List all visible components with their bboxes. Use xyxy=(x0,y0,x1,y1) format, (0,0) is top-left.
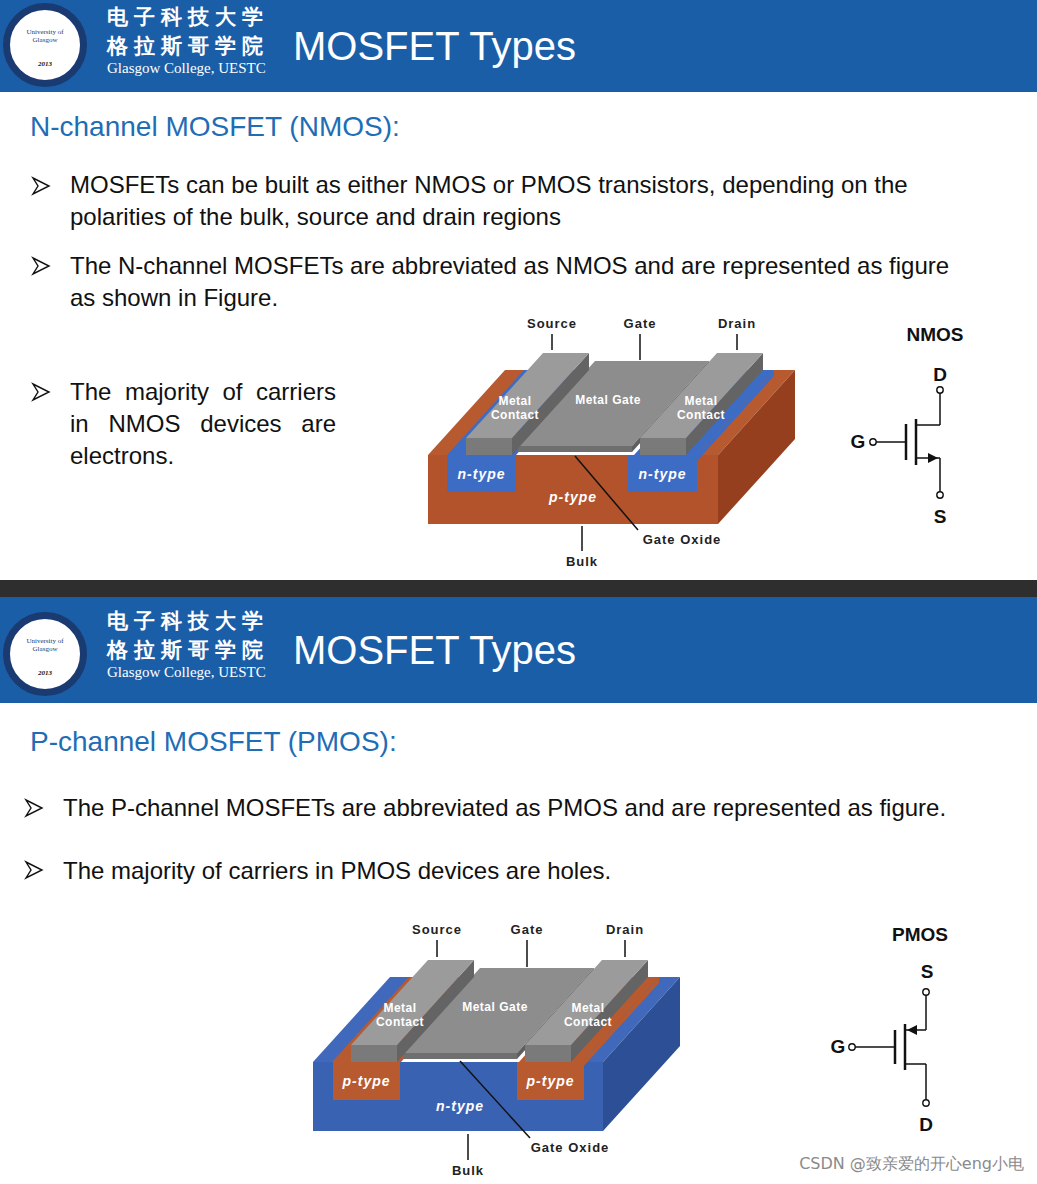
node-text: MOSFET Types xyxy=(293,628,713,672)
symbol-title: NMOS xyxy=(907,324,964,346)
section-heading: P-channel MOSFET (PMOS): xyxy=(30,726,397,758)
pin-name: S xyxy=(934,506,947,528)
terminal-label: Gate xyxy=(511,922,544,937)
node-text: MOSFET Types xyxy=(293,24,713,68)
metal-contact: Metal Contact xyxy=(668,392,734,424)
pin-name: G xyxy=(831,1036,846,1058)
pin-name: D xyxy=(933,364,947,386)
symbol-title: PMOS xyxy=(892,924,948,946)
node-text: 电子科技大学 格拉斯哥学院 xyxy=(107,2,285,60)
node-text: Metal Contact xyxy=(555,1001,621,1029)
node-text: Glasgow College, UESTC xyxy=(107,60,287,77)
metal-contact: Metal Contact xyxy=(482,392,548,424)
metal-gate: Metal Gate xyxy=(553,391,663,409)
part-label: Gate Oxide xyxy=(643,532,722,547)
bullet-text: The majority of carriers in PMOS devices… xyxy=(63,855,991,887)
pin-name: D xyxy=(919,1114,933,1136)
section-heading: N-channel MOSFET (NMOS): xyxy=(30,111,400,143)
metal-gate: Metal Gate xyxy=(440,998,550,1016)
terminal-label: Source xyxy=(527,316,577,331)
bullet-text: MOSFETs can be built as either NMOS or P… xyxy=(70,169,975,233)
node-text: Glasgow College, UESTC xyxy=(107,664,287,681)
node-text: University of Glasgow xyxy=(24,637,66,653)
terminal-label: Bulk xyxy=(452,1163,484,1178)
pin-name: S xyxy=(921,961,934,983)
p-substrate: p-typen-typen-type xyxy=(428,455,718,524)
college-logo: University of Glasgow 2013 xyxy=(3,3,87,87)
terminal-label: Bulk xyxy=(566,554,598,569)
terminal-label: Drain xyxy=(606,922,644,937)
bullet-text: The P-channel MOSFETs are abbreviated as… xyxy=(63,792,991,823)
bullet-text: The majority of carriers in NMOS devices… xyxy=(70,376,336,472)
n-substrate: n-typep-typep-type xyxy=(313,1062,603,1132)
node-text: Metal Gate xyxy=(575,393,641,407)
node-text: Metal Contact xyxy=(367,1001,433,1029)
n-source-region: n-type xyxy=(447,455,516,492)
terminal-label: Drain xyxy=(718,316,756,331)
node-text: p-type xyxy=(343,1073,391,1089)
p-drain-region: p-type xyxy=(517,1062,584,1100)
p-source-region: p-type xyxy=(333,1062,400,1100)
node-text: n-type xyxy=(313,1098,607,1114)
node-text: 电子科技大学 格拉斯哥学院 xyxy=(107,606,285,664)
node-text: University of Glasgow xyxy=(24,28,66,44)
pin-name: G xyxy=(851,431,866,453)
part-label: Gate Oxide xyxy=(531,1140,610,1155)
node-text: 2013 xyxy=(24,669,66,677)
node-text: n-type xyxy=(458,466,506,482)
node-text: Metal Contact xyxy=(668,394,734,422)
metal-contact: Metal Contact xyxy=(555,999,621,1031)
terminal-label: Source xyxy=(412,922,462,937)
node-text: Metal Gate xyxy=(462,1000,528,1014)
terminal-label: Gate xyxy=(624,316,657,331)
header-band: 电子科技大学 格拉斯哥学院Glasgow College, UESTC MOSFE… xyxy=(0,597,1037,703)
node-text: p-type xyxy=(527,1073,575,1089)
node-text: n-type xyxy=(639,466,687,482)
header-band: 电子科技大学 格拉斯哥学院Glasgow College, UESTC MOSFE… xyxy=(0,0,1037,92)
watermark: CSDN @致亲爱的开心eng小电 xyxy=(799,1154,1024,1175)
node-text: 2013 xyxy=(24,60,66,68)
node-text: Metal Contact xyxy=(482,394,548,422)
n-drain-region: n-type xyxy=(628,455,697,492)
metal-contact: Metal Contact xyxy=(367,999,433,1031)
college-logo: University of Glasgow 2013 xyxy=(3,612,87,696)
bullet-text: The N-channel MOSFETs are abbreviated as… xyxy=(70,250,975,314)
